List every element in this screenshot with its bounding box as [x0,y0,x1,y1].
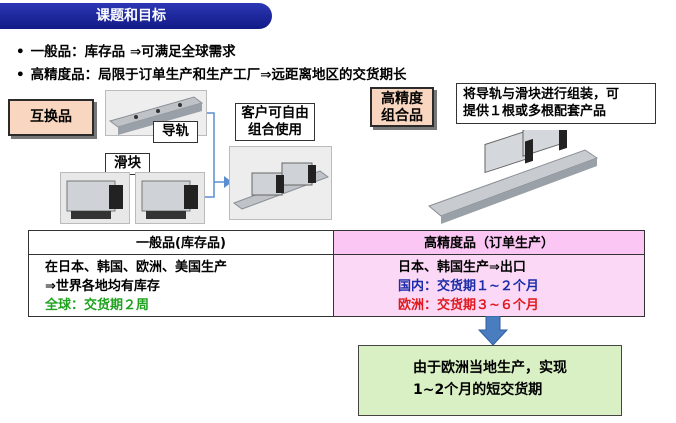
bullet-text: 高精度品：局限于订单生产和生产工厂⇒远距离地区的交货期长 [30,67,407,83]
general-line: ⇒世界各地均有库存 [45,279,160,294]
customer-label-line: 客户可自由 [241,105,309,121]
precision-rail-image-icon [428,116,599,224]
general-header: 一般品(库存品) [28,230,334,255]
down-arrow-icon [478,316,508,346]
set-label-line: 组合品 [381,108,423,124]
bullet-general: • 一般品：库存品 ⇒可满足全球需求 [16,40,236,60]
set-description-line: 提供１根或多根配套产品 [463,104,607,119]
assembled-photo [229,146,332,220]
block-image-icon [66,180,123,219]
high-precision-line: 日本、韩国生产⇒出口 [398,260,526,275]
rail-image-icon [108,96,204,135]
general-details: 在日本、韩国、欧洲、美国生产 ⇒世界各地均有库存 全球：交货期２周 [28,254,334,317]
bullet-dot-icon: • [16,67,25,83]
customer-label-line: 组合使用 [248,122,302,138]
section-title-bar: 课题和目标 [0,3,272,29]
block-image-icon [141,180,198,219]
section-title: 课题和目标 [96,8,166,24]
block-photo-2 [135,172,205,224]
block-label-box: 滑块 [105,153,150,175]
result-box: 由于欧洲当地生产，实现 1~2个月的短交货期 [358,345,622,416]
result-line: 1~2个月的短交货期 [413,382,543,398]
domestic-lead-time: 国内：交货期１~２个月 [398,279,539,294]
set-description-box: 将导轨与滑块进行组装，可 提供１根或多根配套产品 [456,83,656,124]
bullet-dot-icon: • [16,44,25,60]
assembled-image-icon [232,162,330,210]
result-line: 由于欧洲当地生产，实现 [413,360,567,376]
europe-lead-time: 欧洲：交货期３~６个月 [398,298,539,313]
customer-label-box: 客户可自由 组合使用 [235,103,315,141]
rail-label: 导轨 [162,123,189,139]
general-line: 在日本、韩国、欧洲、美国生产 [45,260,228,275]
bullet-text: 一般品：库存品 ⇒可满足全球需求 [30,44,236,60]
high-precision-set-label-box: 高精度 组合品 [370,87,434,127]
general-lead-time: 全球：交货期２周 [45,298,150,313]
high-precision-set-photo [425,116,600,226]
set-description-line: 将导轨与滑块进行组装，可 [463,87,620,102]
rail-label-box: 导轨 [153,121,198,143]
interchangeable-label-box: 互换品 [8,99,94,136]
high-precision-header: 高精度品（订单生产） [333,230,645,255]
interchangeable-label: 互换品 [30,109,72,125]
block-label: 滑块 [114,155,141,171]
high-precision-details: 日本、韩国生产⇒出口 国内：交货期１~２个月 欧洲：交货期３~６个月 [333,254,645,317]
block-photo-1 [60,172,130,224]
bullet-high-precision: • 高精度品：局限于订单生产和生产工厂⇒远距离地区的交货期长 [16,63,406,83]
set-label-line: 高精度 [381,91,423,107]
comparison-table: 一般品(库存品) 高精度品（订单生产） 在日本、韩国、欧洲、美国生产 ⇒世界各地… [28,230,645,317]
